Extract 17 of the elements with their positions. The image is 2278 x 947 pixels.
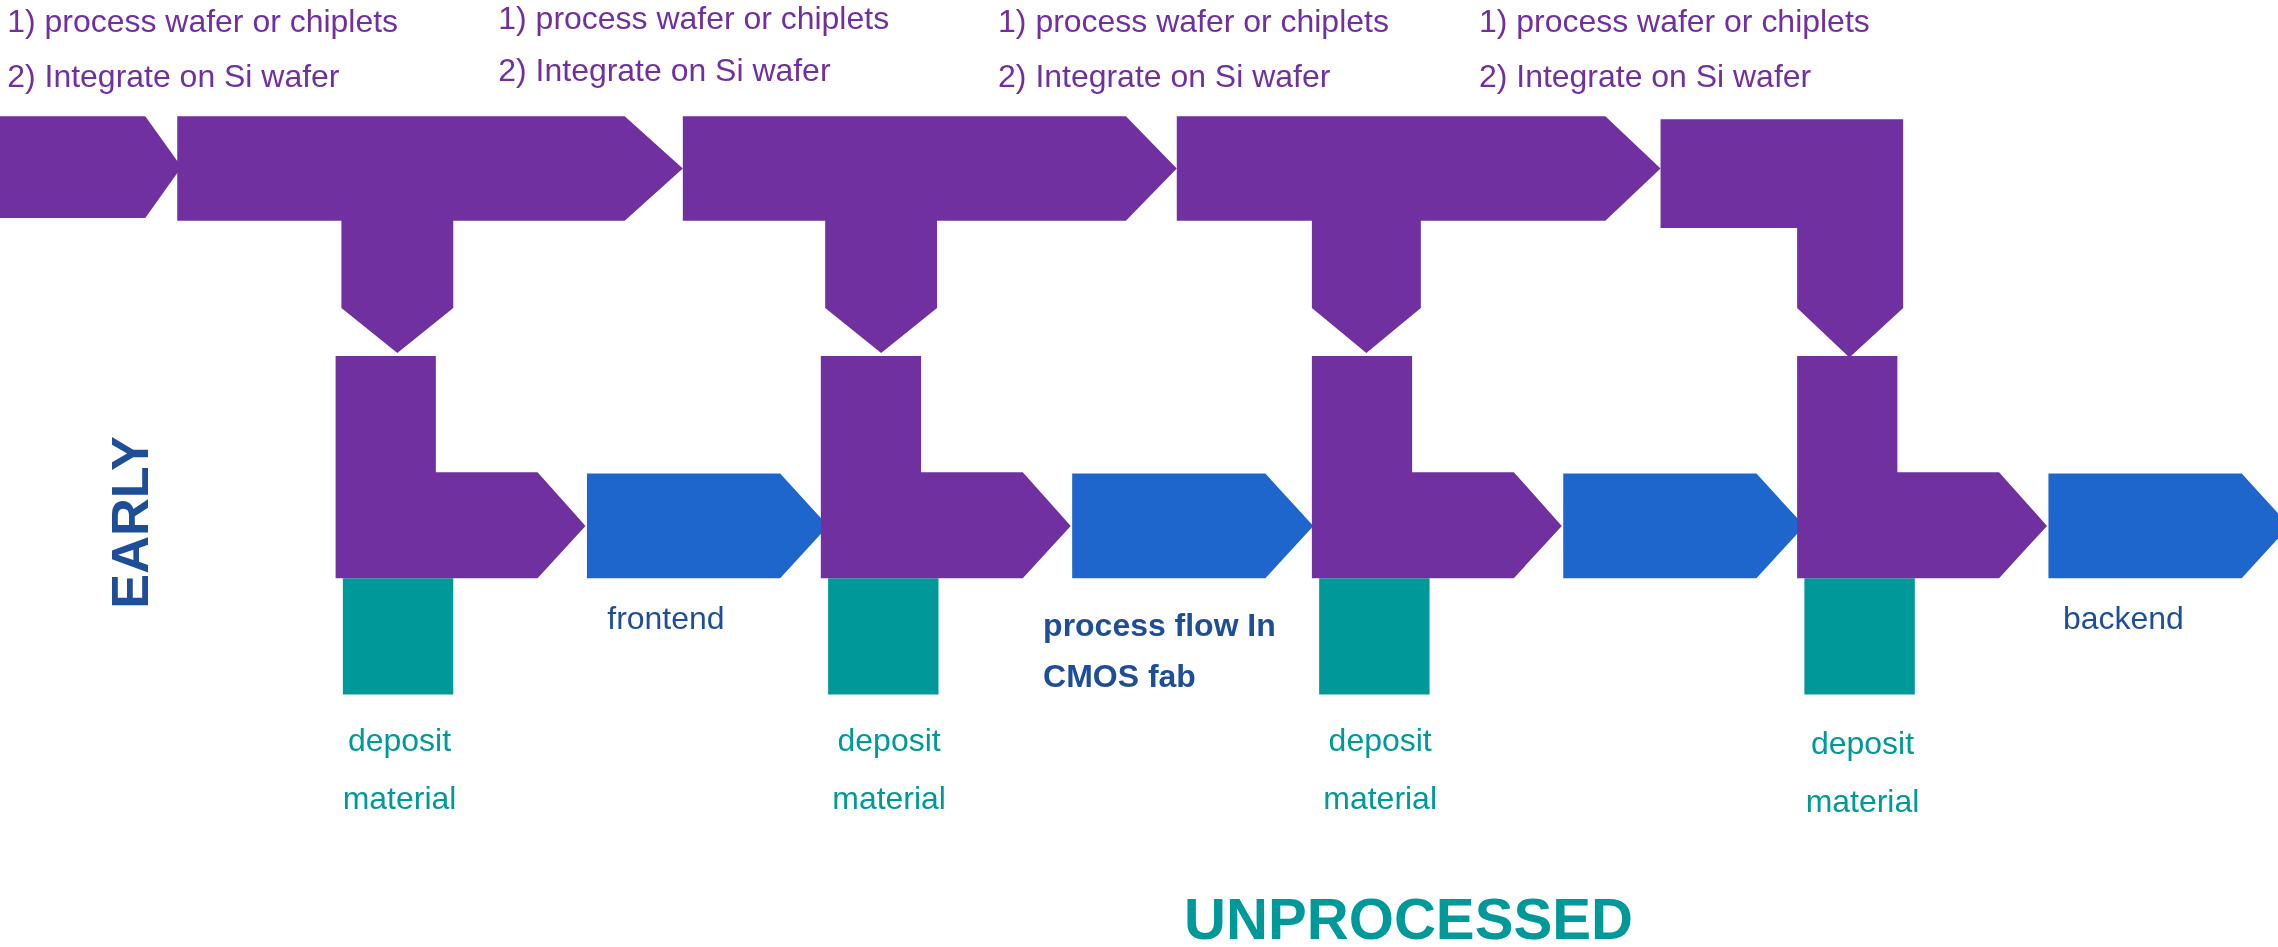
top-note: 2) Integrate on Si wafer (1478, 58, 1812, 97)
top-note: 2) Integrate on Si wafer (498, 52, 831, 91)
top-note: 2) Integrate on Si wafer (998, 58, 1331, 97)
material-label: deposit material (1804, 723, 1921, 821)
material-label: deposit material (1322, 721, 1438, 818)
material-label: deposit material (341, 721, 458, 818)
axis-label: UNPROCESSED (1184, 885, 1633, 947)
stage-label: frontend (607, 600, 725, 639)
top-note: 1) process wafer or chiplets (1478, 2, 1870, 42)
stage-label: process flow In CMOS fab (1043, 606, 1277, 697)
top-note: 2) Integrate on Si wafer (7, 58, 340, 97)
top-note: 1) process wafer or chiplets (7, 2, 399, 42)
material-label: deposit material (831, 721, 947, 818)
stage-label: backend (2063, 600, 2184, 639)
top-note: 1) process wafer or chiplets (498, 0, 890, 39)
axis-label: EARLY (98, 436, 161, 609)
top-note: 1) process wafer or chiplets (998, 2, 1389, 42)
